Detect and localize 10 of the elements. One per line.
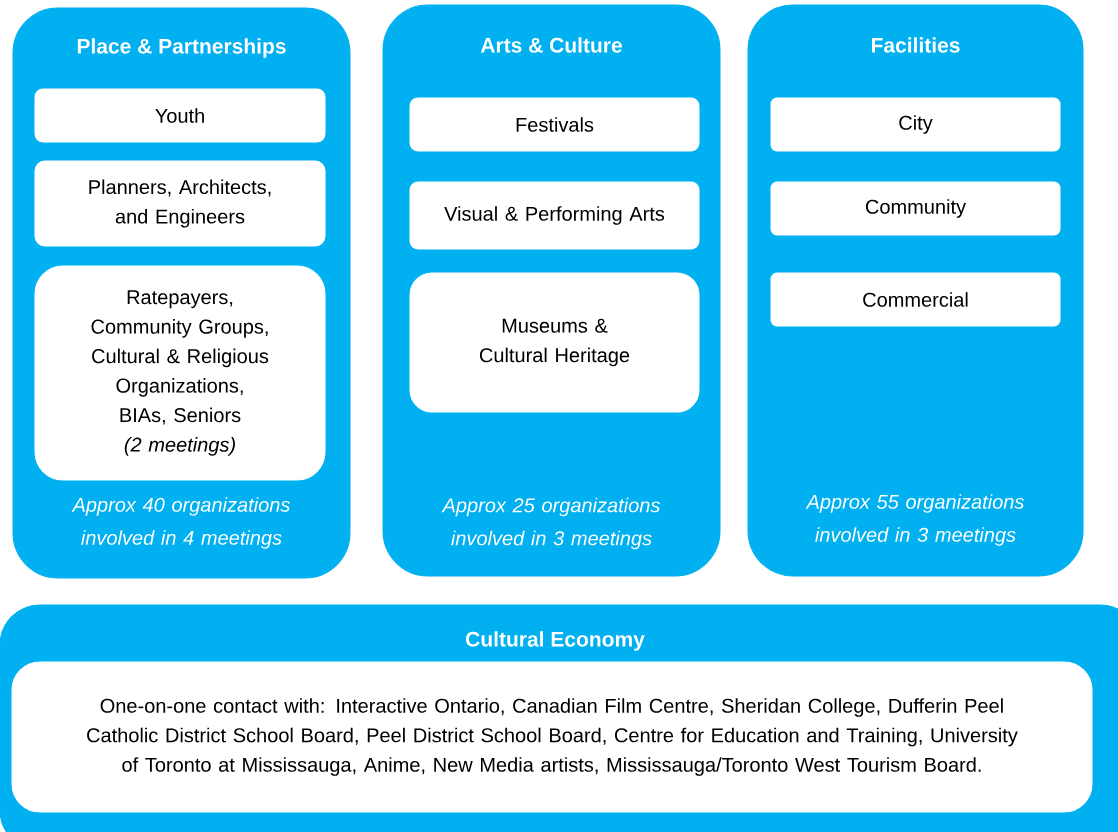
text-box: Festivals [409, 97, 700, 152]
text-box: Museums & Cultural Heritage [409, 272, 700, 413]
text-box: Youth [34, 88, 326, 143]
text-box: City [770, 97, 1061, 152]
text-box: One-on-one contact with: Interactive Ontario, Canadian Film Centre, Sheridan College, Dufferin Peel Catholic District School Board, Peel District School Board, Centre for Education and Training, University of Toronto at Mississauga, Anime, New Media artists, Mississauga/Toronto West Tourism Board. [11, 661, 1093, 813]
text-box: Ratepayers, Community Groups, Cultural & Religious Organizations, BIAs, Seniors (2 meetings) [34, 265, 326, 481]
text-box: Commercial [770, 272, 1061, 327]
text-box: Community [770, 181, 1061, 236]
text-box: Visual & Performing Arts [409, 181, 700, 250]
text-box: Planners, Architects, and Engineers [34, 160, 326, 247]
